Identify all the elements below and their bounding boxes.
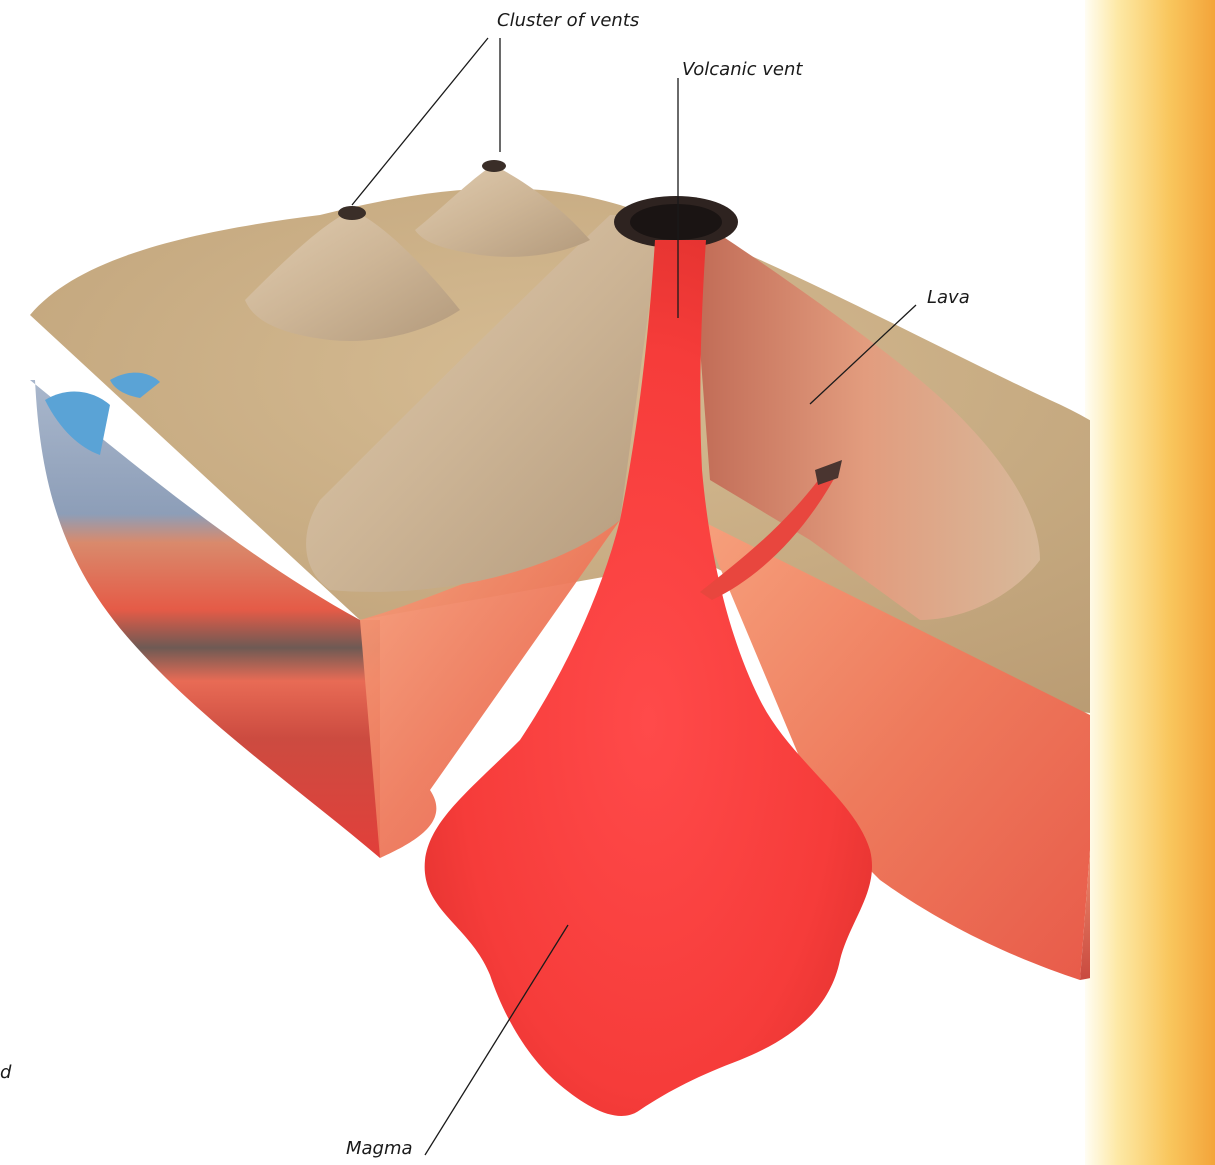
volcano-cross-section-diagram [0,0,1090,1165]
decorative-sidebar [1085,0,1215,1165]
label-volcanic-vent: Volcanic vent [682,59,802,80]
label-cutoff-letter: d [0,1062,11,1083]
label-cluster-of-vents: Cluster of vents [497,10,639,31]
label-magma: Magma [346,1138,413,1159]
label-lava: Lava [927,287,970,308]
leader-line-cluster-left [352,38,488,205]
small-cone-left-crater [338,206,366,220]
small-cone-right-crater [482,160,506,172]
